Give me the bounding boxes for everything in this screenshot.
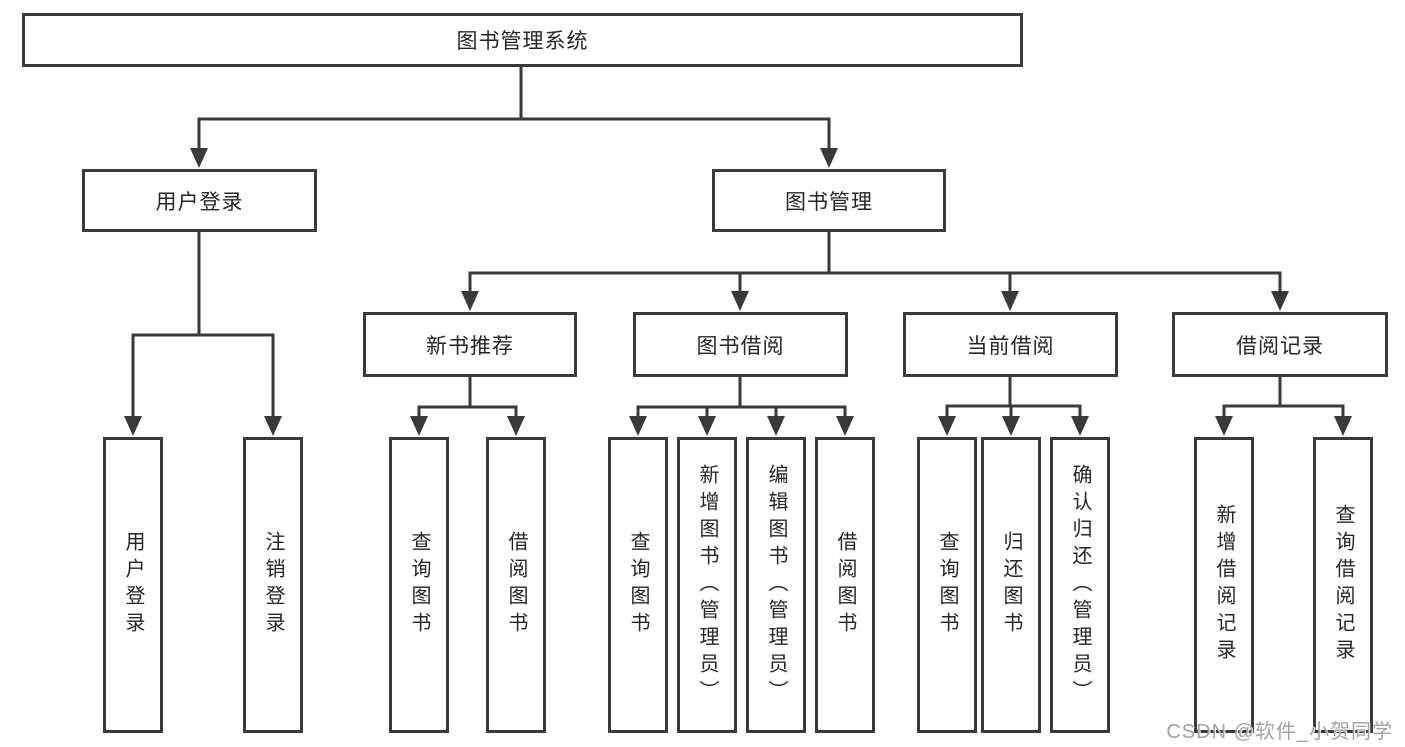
node-current-borrow: 当前借阅 [903,312,1118,377]
leaf-add-borrow-record-label: 新增借阅记录 [1213,504,1235,666]
node-user-login: 用户登录 [82,169,317,232]
leaf-borrow-book-recommend-label: 借阅图书 [505,531,527,639]
leaf-query-book-borrow-label: 查询图书 [627,531,649,639]
leaf-query-borrow-record: 查询借阅记录 [1313,437,1373,733]
leaf-logout-label: 注销登录 [262,531,284,639]
node-new-book-recommend: 新书推荐 [363,312,577,377]
node-new-book-recommend-label: 新书推荐 [426,334,514,358]
leaf-query-borrow-record-label: 查询借阅记录 [1332,504,1354,666]
leaf-query-book-recommend: 查询图书 [389,437,449,733]
node-book-management: 图书管理 [712,169,946,232]
leaf-borrow-book: 借阅图书 [815,437,875,733]
leaf-query-book-current-label: 查询图书 [936,531,958,639]
leaf-edit-book-admin: 编辑图书（管理员） [746,437,806,733]
leaf-borrow-book-label: 借阅图书 [834,531,856,639]
leaf-query-book-current: 查询图书 [917,437,977,733]
node-borrow-record: 借阅记录 [1172,312,1388,377]
leaf-add-book-admin-label: 新增图书（管理员） [696,463,718,707]
leaf-add-borrow-record: 新增借阅记录 [1194,437,1254,733]
node-root: 图书管理系统 [22,13,1023,67]
node-book-borrow: 图书借阅 [633,312,848,377]
node-book-borrow-label: 图书借阅 [696,334,785,358]
leaf-user-login-label: 用户登录 [122,531,144,639]
leaf-borrow-book-recommend: 借阅图书 [486,437,546,733]
leaf-edit-book-admin-label: 编辑图书（管理员） [765,463,787,707]
leaf-query-book-borrow: 查询图书 [608,437,668,733]
leaf-user-login: 用户登录 [103,437,163,733]
node-book-management-label: 图书管理 [785,190,873,214]
node-borrow-record-label: 借阅记录 [1236,334,1324,358]
leaf-add-book-admin: 新增图书（管理员） [677,437,737,733]
csdn-watermark: CSDN @软件_小贺同学 [1166,721,1393,743]
node-current-borrow-label: 当前借阅 [966,334,1055,358]
node-root-label: 图书管理系统 [456,30,589,53]
leaf-confirm-return-admin: 确认归还（管理员） [1050,437,1110,733]
node-user-login-label: 用户登录 [155,190,244,214]
leaf-return-book-label: 归还图书 [1000,531,1022,639]
leaf-return-book: 归还图书 [981,437,1041,733]
leaf-query-book-recommend-label: 查询图书 [408,531,430,639]
leaf-logout: 注销登录 [243,437,303,733]
leaf-confirm-return-admin-label: 确认归还（管理员） [1069,463,1091,707]
